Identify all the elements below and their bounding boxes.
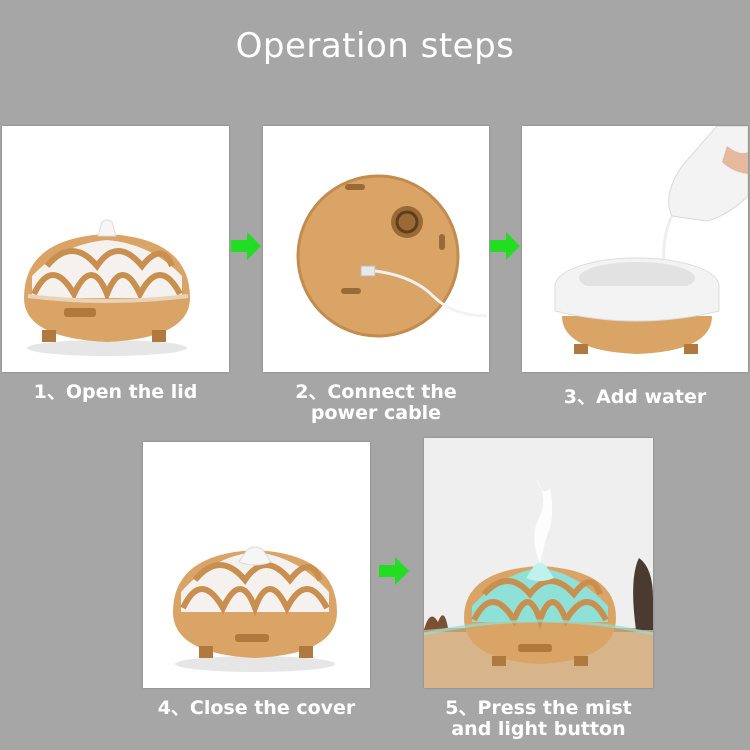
arrow-right-icon — [231, 232, 261, 260]
arrow-right-icon — [490, 232, 520, 260]
step-5-image — [424, 438, 653, 688]
step-2-image — [263, 126, 489, 372]
page-title: Operation steps — [235, 26, 515, 66]
step-3-caption: 3、Add water — [563, 386, 707, 408]
step-4-caption: 4、Close the cover — [157, 697, 356, 719]
diffuser-open-lid-illustration — [2, 126, 229, 372]
step-2-caption: 2、Connect the power cable — [295, 381, 457, 424]
diffuser-close-cover-illustration — [143, 442, 370, 688]
step-5-caption: 5、Press the mist and light button — [445, 697, 632, 740]
step-1-image — [2, 126, 229, 372]
diffuser-power-cable-illustration — [263, 126, 489, 372]
diffuser-add-water-illustration — [522, 126, 748, 372]
arrow-right-icon — [379, 557, 409, 585]
diffuser-running-illustration — [424, 438, 653, 688]
step-3-image — [522, 126, 748, 372]
step-1-caption: 1、Open the lid — [33, 381, 198, 403]
step-4-image — [143, 442, 370, 688]
